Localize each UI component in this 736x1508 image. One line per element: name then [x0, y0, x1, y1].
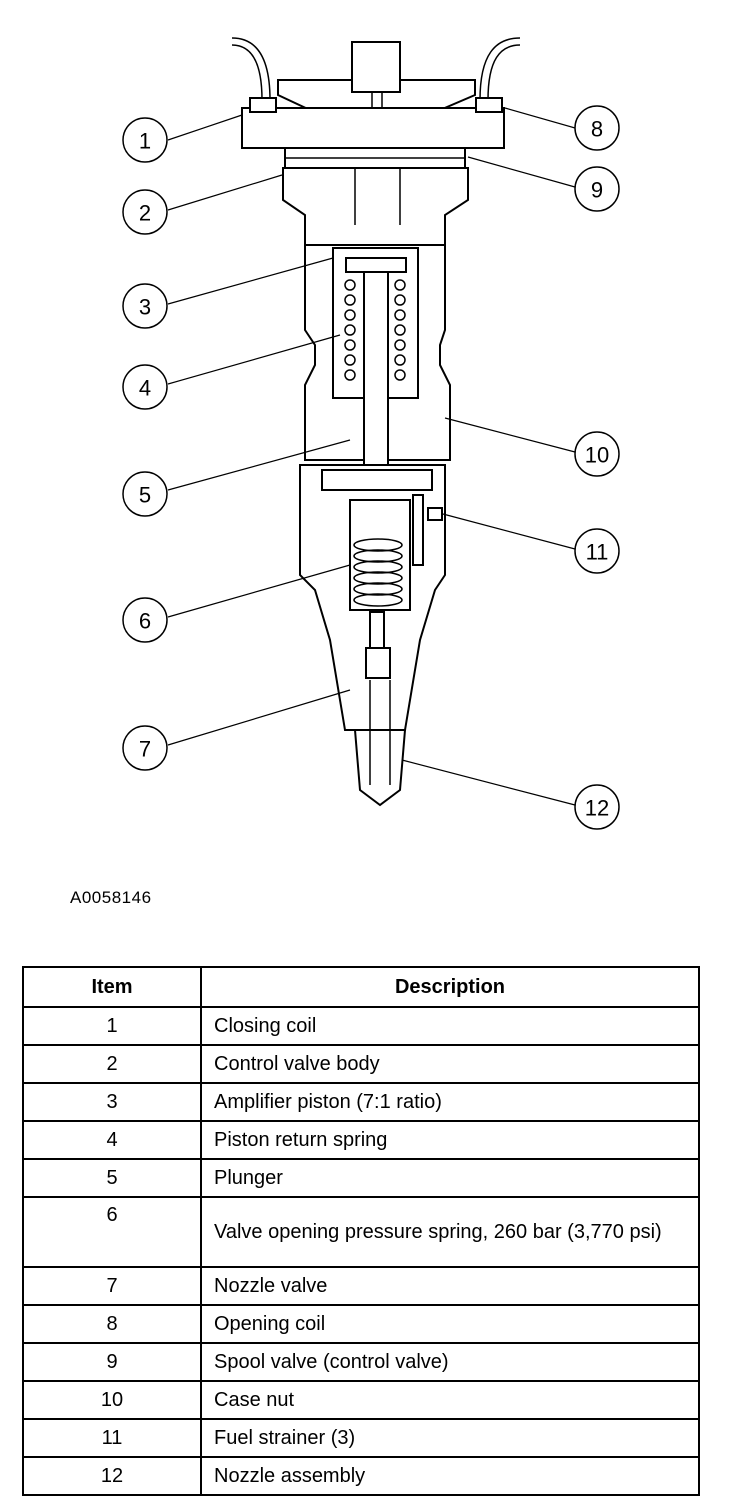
svg-text:12: 12 — [585, 796, 609, 821]
row-item: 5 — [22, 1158, 202, 1198]
svg-text:6: 6 — [139, 609, 151, 634]
row-description: Spool valve (control valve) — [200, 1342, 700, 1382]
amplifier-piston — [345, 257, 407, 273]
figure-id: A0058146 — [70, 888, 152, 907]
callout-5: 5 — [122, 471, 168, 517]
row-item: 11 — [22, 1418, 202, 1458]
nozzle-needle — [369, 680, 391, 785]
callout-2: 2 — [122, 189, 168, 235]
header-item: Item — [22, 966, 202, 1008]
plunger-seat — [321, 469, 433, 491]
fuel-strainer — [412, 494, 424, 566]
right-wire — [487, 44, 521, 101]
callout-11: 11 — [574, 528, 620, 574]
row-item: 2 — [22, 1044, 202, 1084]
plunger — [363, 271, 389, 473]
row-item: 7 — [22, 1266, 202, 1306]
svg-text:4: 4 — [139, 376, 151, 401]
row-item: 1 — [22, 1006, 202, 1046]
nozzle-tip — [353, 729, 407, 807]
control-valve-body — [282, 167, 469, 246]
left-wire — [231, 44, 263, 101]
row-item: 10 — [22, 1380, 202, 1420]
svg-text:3: 3 — [139, 295, 151, 320]
row-description: Opening coil — [200, 1304, 700, 1344]
svg-text:1: 1 — [139, 129, 151, 154]
nozzle-stem — [369, 611, 385, 651]
row-item: 6 — [22, 1196, 202, 1268]
callout-1: 1 — [122, 117, 168, 163]
piston-return-spring — [344, 279, 406, 381]
nozzle-valve — [365, 647, 391, 679]
callout-4: 4 — [122, 364, 168, 410]
row-item: 12 — [22, 1456, 202, 1496]
opening-coil-terminal — [475, 97, 503, 113]
left-wire — [231, 37, 271, 101]
row-item: 8 — [22, 1304, 202, 1344]
row-description: Amplifier piston (7:1 ratio) — [200, 1082, 700, 1122]
callout-9: 9 — [574, 166, 620, 212]
row-description: Plunger — [200, 1158, 700, 1198]
injector-diagram: 1 2 3 4 5 6 7 8 9 10 11 12 — [122, 37, 620, 830]
row-description: Fuel strainer (3) — [200, 1418, 700, 1458]
row-description: Piston return spring — [200, 1120, 700, 1160]
row-description: Case nut — [200, 1380, 700, 1420]
callout-8: 8 — [574, 105, 620, 151]
row-description: Control valve body — [200, 1044, 700, 1084]
row-item: 4 — [22, 1120, 202, 1160]
svg-text:5: 5 — [139, 483, 151, 508]
row-description: Valve opening pressure spring, 260 bar (… — [200, 1196, 700, 1268]
svg-text:9: 9 — [591, 178, 603, 203]
right-wire — [479, 37, 521, 101]
top-inlet — [351, 41, 401, 93]
callout-7: 7 — [122, 725, 168, 771]
callout-6: 6 — [122, 597, 168, 643]
svg-text:8: 8 — [591, 117, 603, 142]
svg-text:10: 10 — [585, 443, 609, 468]
valve-opening-spring — [353, 538, 403, 607]
valve-passage — [354, 168, 401, 225]
row-item: 3 — [22, 1082, 202, 1122]
row-description: Closing coil — [200, 1006, 700, 1046]
coil-housing — [241, 107, 505, 149]
callout-3: 3 — [122, 283, 168, 329]
row-description: Nozzle valve — [200, 1266, 700, 1306]
svg-text:7: 7 — [139, 737, 151, 762]
row-description: Nozzle assembly — [200, 1456, 700, 1496]
svg-text:11: 11 — [586, 540, 609, 565]
callout-10: 10 — [574, 431, 620, 477]
closing-coil-terminal — [249, 97, 277, 113]
header-description: Description — [200, 966, 700, 1008]
callout-12: 12 — [574, 784, 620, 830]
svg-text:2: 2 — [139, 201, 151, 226]
row-item: 9 — [22, 1342, 202, 1382]
table-header-row: Item Description — [22, 966, 700, 1008]
fuel-strainer-port — [427, 507, 443, 521]
